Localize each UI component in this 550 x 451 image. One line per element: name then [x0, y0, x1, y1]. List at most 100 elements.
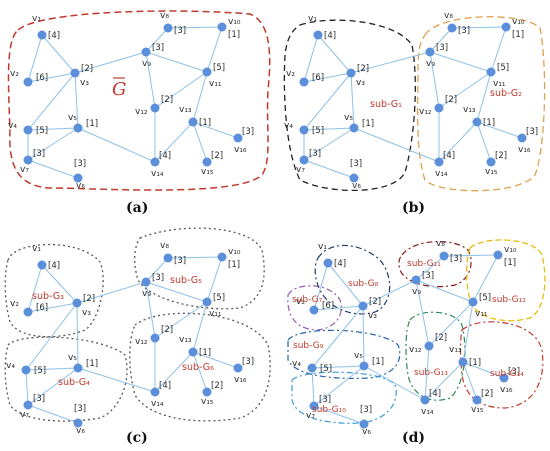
edge-13-15-panel-2 [192, 351, 208, 393]
vertex-weight-7-panel-2: [3] [33, 394, 45, 404]
vertex-weight-10-panel-2: [1] [228, 260, 240, 270]
edge-11-12-panel-2 [154, 301, 208, 339]
boundary-d-g9 [287, 329, 401, 379]
edge-2-3-panel-0 [27, 72, 76, 83]
vertex-weight-2-panel-3: [6] [322, 301, 334, 311]
vertex-weight-15-panel-0: [2] [211, 151, 223, 161]
vertex-name-6-panel-3: v₆ [362, 427, 371, 437]
boundary-c1 [4, 243, 104, 338]
vertex-15-panel-2 [202, 387, 212, 397]
vertex-name-3-panel-1: v₃ [356, 78, 365, 88]
vertex-weight-16-panel-0: [3] [242, 127, 254, 137]
vertex-name-5-panel-1: v₅ [344, 113, 353, 123]
boundary-c2 [4, 336, 128, 422]
vertex-name-2-panel-2: v₂ [10, 299, 19, 309]
edge-9-12-panel-3 [415, 279, 430, 347]
vertex-name-3-panel-0: v₃ [80, 78, 89, 88]
vertex-name-7-panel-1: v₇ [296, 165, 305, 175]
vertex-name-5-panel-0: v₅ [68, 113, 77, 123]
edge-13-14-panel-3 [424, 361, 464, 401]
edge-8-9-panel-3 [415, 255, 445, 281]
vertex-name-13-panel-3: v₁₃ [449, 345, 462, 355]
graph-label-a: G [112, 79, 126, 100]
vertex-weight-15-panel-2: [2] [211, 381, 223, 391]
edge-13-14-panel-2 [154, 351, 194, 393]
vertex-weight-5-panel-0: [1] [86, 119, 98, 129]
vertex-weight-7-panel-0: [3] [33, 149, 45, 159]
sub-g5-label: sub-G₅ [170, 275, 202, 286]
edge-13-15-panel-1 [476, 121, 492, 163]
edge-10-11-panel-0 [206, 26, 223, 73]
vertex-name-13-panel-2: v₁₃ [179, 335, 192, 345]
boundary-d-g8 [314, 244, 391, 315]
vertex-weight-12-panel-2: [2] [161, 325, 173, 335]
vertex-weight-4-panel-2: [5] [34, 366, 46, 376]
edge-8-10-panel-2 [167, 256, 223, 259]
vertex-weight-13-panel-3: [1] [469, 358, 481, 368]
vertex-name-7-panel-0: v₇ [20, 165, 29, 175]
edge-3-4-panel-3 [311, 305, 364, 369]
vertex-weight-6-panel-0: [3] [74, 159, 86, 169]
vertex-name-14-panel-0: v₁₄ [151, 169, 164, 179]
edge-11-13-panel-2 [192, 301, 208, 353]
edge-11-12-panel-0 [154, 71, 208, 109]
vertex-16-panel-0 [233, 133, 243, 143]
edge-1-3-panel-0 [41, 34, 76, 74]
sub-g8-label: sub-G₈ [348, 279, 379, 289]
vertex-weight-10-panel-0: [1] [228, 30, 240, 40]
edge-3-9-panel-2 [76, 281, 147, 304]
vertex-name-10-panel-0: v₁₀ [228, 17, 241, 27]
vertex-7-panel-2 [23, 400, 33, 410]
sub-g14-label: sub-G₁₄ [490, 369, 524, 379]
vertex-weight-8-panel-2: [3] [174, 256, 186, 266]
edge-3-9-panel-1 [350, 51, 431, 74]
boundary-b1 [283, 19, 416, 192]
vertex-name-16-panel-0: v₁₆ [234, 145, 247, 155]
vertex-15-panel-0 [202, 157, 212, 167]
edge-5-7-panel-2 [27, 367, 79, 406]
vertex-14-panel-1 [434, 157, 444, 167]
edge-3-4-panel-1 [303, 72, 352, 131]
vertex-11-panel-1 [486, 67, 496, 77]
edge-13-14-panel-1 [438, 121, 478, 163]
edge-9-11-panel-2 [145, 281, 208, 303]
vertex-weight-5-panel-3: [1] [372, 357, 384, 367]
edge-1-2-panel-2 [27, 264, 43, 313]
edge-11-13-panel-1 [476, 71, 492, 123]
vertex-weight-11-panel-2: [5] [213, 293, 225, 303]
vertex-weight-14-panel-0: [4] [159, 151, 171, 161]
sub-g4-label: sub-G₄ [58, 377, 90, 388]
edge-8-10-panel-1 [451, 26, 507, 29]
vertex-name-5-panel-2: v₅ [68, 353, 77, 363]
vertex-name-9-panel-2: v₉ [142, 289, 151, 299]
vertex-weight-5-panel-1: [1] [362, 119, 374, 129]
vertex-weight-4-panel-1: [5] [312, 126, 324, 136]
edge-8-10-panel-0 [167, 26, 223, 29]
edge-5-7-panel-0 [27, 127, 79, 161]
vertex-12-panel-2 [150, 333, 160, 343]
edge-13-16-panel-1 [476, 121, 523, 139]
vertex-weight-13-panel-2: [1] [199, 348, 211, 358]
vertex-weight-10-panel-1: [1] [512, 30, 524, 40]
vertex-3-panel-2 [72, 298, 82, 308]
vertex-weight-11-panel-3: [5] [479, 293, 491, 303]
edge-8-9-panel-1 [429, 27, 453, 53]
vertex-weight-8-panel-3: [3] [450, 254, 462, 264]
vertex-9-panel-1 [425, 47, 435, 57]
subgraph-boundaries [4, 10, 546, 424]
vertex-6-panel-1 [349, 173, 359, 183]
vertex-2-panel-3 [309, 305, 319, 315]
sub-g11-label: sub-G₁₁ [407, 259, 441, 269]
edge-9-12-panel-2 [145, 281, 156, 339]
edge-4-5-panel-0 [27, 127, 79, 131]
vertex-13-panel-3 [458, 357, 468, 367]
edge-7-6-panel-1 [303, 159, 355, 179]
edge-12-14-panel-3 [424, 345, 430, 401]
edge-1-3-panel-1 [317, 34, 352, 74]
vertex-name-11-panel-1: v₁₁ [493, 79, 506, 89]
vertex-name-1-panel-1: v₁ [308, 14, 317, 24]
vertex-5-panel-2 [73, 363, 83, 373]
edge-1-3-panel-3 [327, 262, 364, 307]
vertex-name-8-panel-0: v₈ [160, 11, 169, 21]
vertex-9-panel-0 [141, 47, 151, 57]
